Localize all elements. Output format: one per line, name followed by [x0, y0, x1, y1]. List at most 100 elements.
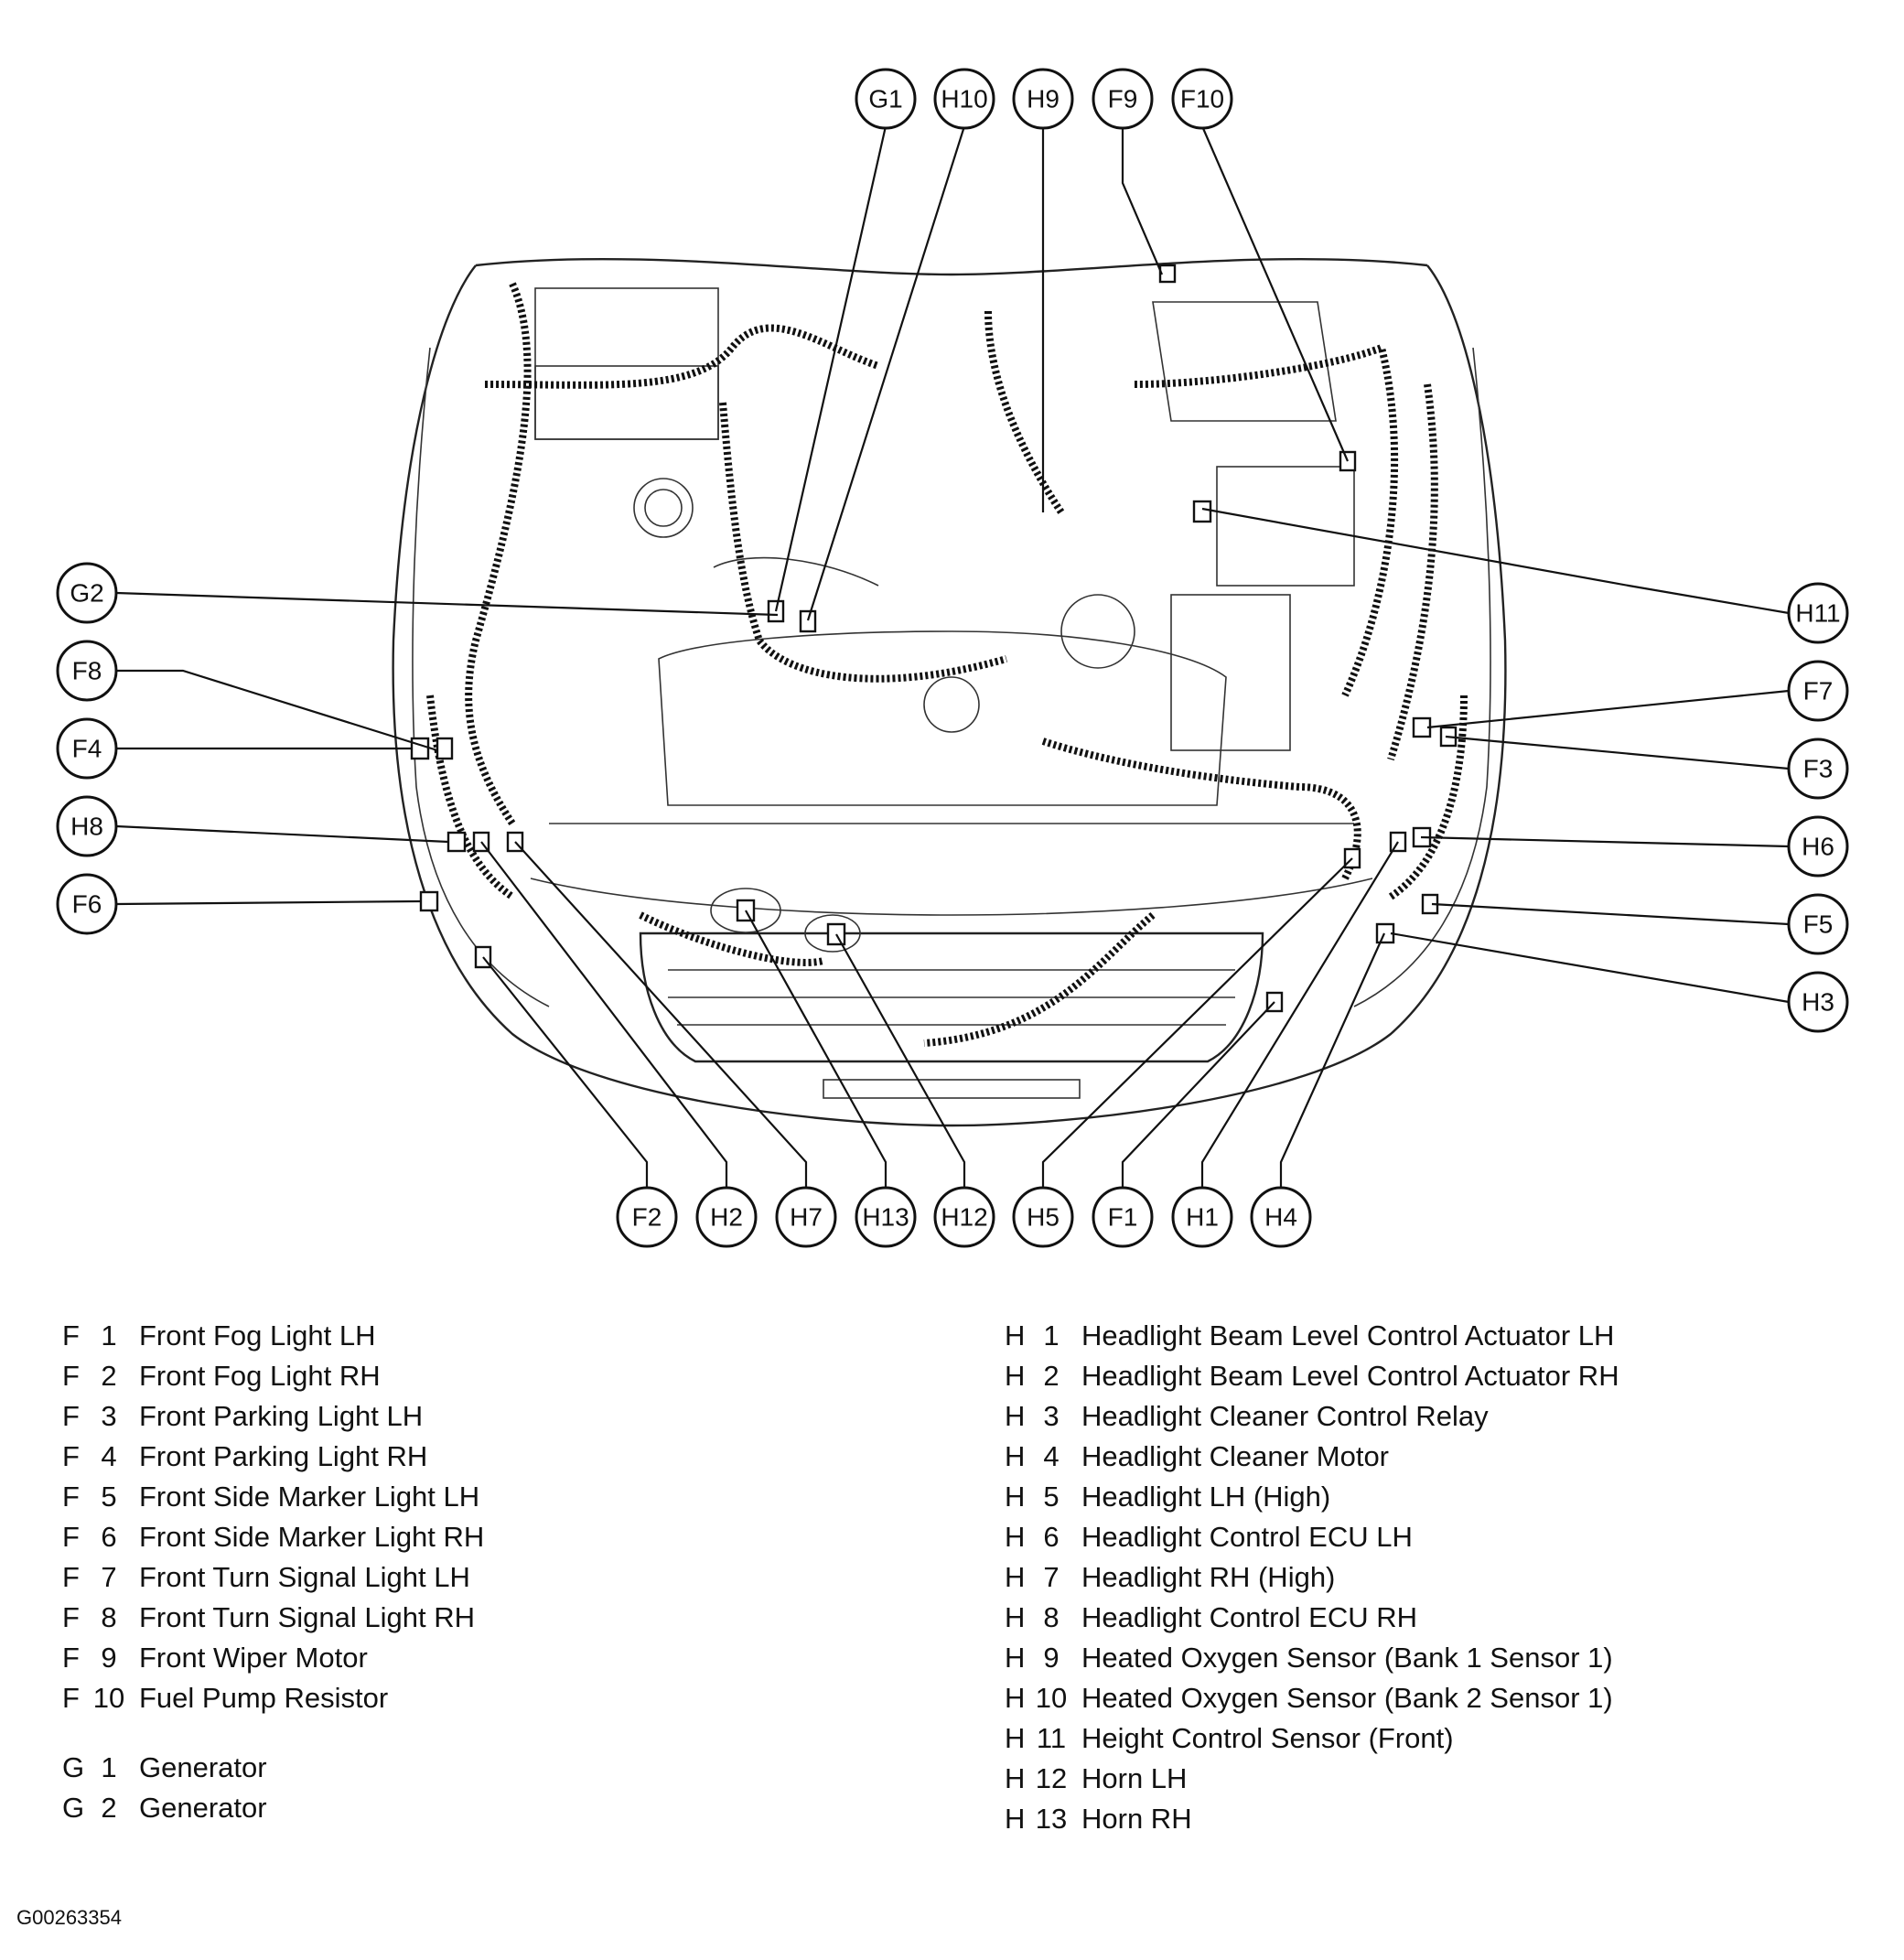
connectors [410, 264, 1458, 1013]
legend-num: 10 [1035, 1682, 1068, 1714]
legend-num: 4 [1043, 1440, 1060, 1472]
legend-text: Front Parking Light RH [139, 1440, 428, 1472]
legend-num: 2 [1043, 1360, 1060, 1392]
callout-h1: H1 [1171, 1186, 1233, 1248]
callout-label: H9 [1027, 85, 1060, 113]
callout-circle [1012, 68, 1074, 130]
legend-letter: H [1005, 1762, 1026, 1794]
callout-h9: H9 [1012, 68, 1074, 130]
callout-circle [1787, 582, 1849, 644]
callout-circle [855, 68, 917, 130]
callout-h4: H4 [1250, 1186, 1312, 1248]
callout-circle [933, 1186, 995, 1248]
callout-label: F1 [1108, 1203, 1138, 1232]
legend-letter: H [1005, 1481, 1026, 1513]
legend-letter: F [62, 1360, 80, 1392]
callout-h10: H10 [933, 68, 995, 130]
callout-label: F9 [1108, 85, 1138, 113]
legend-text: Generator [139, 1792, 267, 1824]
legend-num: 13 [1035, 1803, 1068, 1835]
legend-letter: F [62, 1642, 80, 1674]
legend-num: 2 [101, 1792, 117, 1824]
callout-label: F10 [1180, 85, 1224, 113]
legend-text: Front Fog Light RH [139, 1360, 381, 1392]
callout-label: F7 [1803, 677, 1834, 705]
callout-circle [775, 1186, 837, 1248]
legend-num: 11 [1036, 1722, 1067, 1754]
legend-num: 3 [1043, 1400, 1060, 1432]
legend-text: Front Parking Light LH [139, 1400, 424, 1432]
callout-f8: F8 [56, 640, 118, 702]
legend-letter: F [62, 1481, 80, 1513]
callout-circle [1092, 68, 1154, 130]
callout-circle [1171, 1186, 1233, 1248]
callout-circle [1092, 1186, 1154, 1248]
callout-circle [855, 1186, 917, 1248]
legend-text: Horn LH [1081, 1762, 1188, 1794]
callout-label: F4 [72, 735, 102, 763]
callout-g1: G1 [855, 68, 917, 130]
legend-num: 12 [1035, 1762, 1068, 1794]
legend-text: Headlight RH (High) [1081, 1561, 1336, 1593]
callout-label: H11 [1795, 599, 1840, 628]
legend-letter: H [1005, 1440, 1026, 1472]
callout-f2: F2 [616, 1186, 678, 1248]
legend-text: Headlight LH (High) [1081, 1481, 1331, 1513]
legend-text: Headlight Cleaner Control Relay [1081, 1400, 1489, 1432]
legend-letter: G [62, 1751, 85, 1783]
legend-letter: F [62, 1521, 80, 1553]
legend-num: 7 [1043, 1561, 1060, 1593]
legend-letter: H [1005, 1521, 1026, 1553]
callout-h8: H8 [56, 795, 118, 857]
callout-h2: H2 [695, 1186, 758, 1248]
legend-num: 1 [101, 1319, 117, 1352]
callout-label: H12 [941, 1203, 987, 1232]
legend-num: 10 [92, 1682, 125, 1714]
legend-text: Headlight Beam Level Control Actuator RH [1081, 1360, 1619, 1392]
callout-label: H3 [1802, 988, 1834, 1017]
vehicle-outline [392, 257, 1507, 1127]
callout-f3: F3 [1787, 738, 1849, 800]
legend-text: Generator [139, 1751, 267, 1783]
legend-num: 1 [101, 1751, 117, 1783]
legend-letter: F [62, 1319, 80, 1352]
callout-h11: H11 [1787, 582, 1849, 644]
figure-id: G00263354 [16, 1906, 122, 1929]
legend-num: 8 [101, 1601, 117, 1633]
legend-num: 8 [1043, 1601, 1060, 1633]
legend-text: Headlight Beam Level Control Actuator LH [1081, 1319, 1615, 1352]
legend-num: 2 [101, 1360, 117, 1392]
legend-text: Front Wiper Motor [139, 1642, 368, 1674]
legend-text: Headlight Cleaner Motor [1081, 1440, 1390, 1472]
leader-lines [115, 125, 1790, 1188]
legend-letter: H [1005, 1803, 1026, 1835]
legend-num: 9 [1043, 1642, 1060, 1674]
callout-circle [56, 873, 118, 935]
callout-circle [56, 717, 118, 780]
callout-g2: G2 [56, 562, 118, 624]
callout-label: H8 [70, 813, 103, 841]
legend-text: Heated Oxygen Sensor (Bank 1 Sensor 1) [1081, 1642, 1613, 1674]
callout-circle [616, 1186, 678, 1248]
legend-text: Headlight Control ECU RH [1081, 1601, 1417, 1633]
callout-label: H5 [1027, 1203, 1060, 1232]
legend-letter: F [62, 1440, 80, 1472]
callout-circle [1250, 1186, 1312, 1248]
callout-circle [695, 1186, 758, 1248]
callout-circle [1787, 738, 1849, 800]
legend-num: 4 [101, 1440, 117, 1472]
legend-text: Heated Oxygen Sensor (Bank 2 Sensor 1) [1081, 1682, 1613, 1714]
callout-circle [56, 562, 118, 624]
callout-label: H2 [710, 1203, 743, 1232]
legend-num: 7 [101, 1561, 117, 1593]
callout-h5: H5 [1012, 1186, 1074, 1248]
callout-label: F8 [72, 657, 102, 685]
legend-letter: H [1005, 1642, 1026, 1674]
callout-label: H10 [941, 85, 987, 113]
callout-f10: F10 [1171, 68, 1233, 130]
legend-num: 1 [1043, 1319, 1060, 1352]
callout-circle [1787, 660, 1849, 722]
